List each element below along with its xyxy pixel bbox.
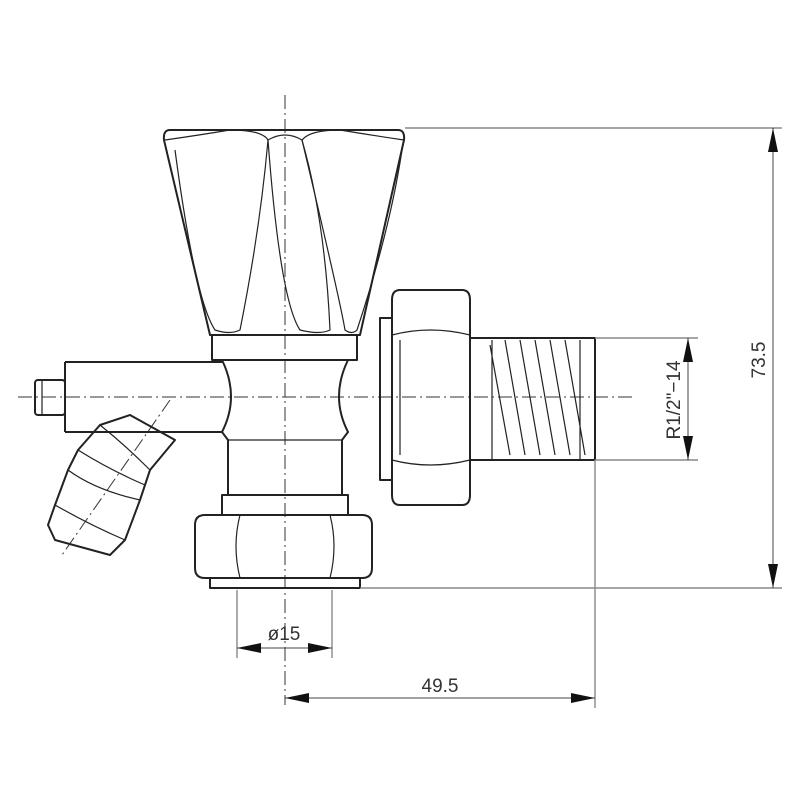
height-label: 73.5 bbox=[749, 342, 770, 379]
drain-spout bbox=[34, 361, 222, 556]
diameter-label: ø15 bbox=[268, 624, 301, 645]
dimension-thread: R1/2"−14 bbox=[595, 337, 698, 461]
handle-collar bbox=[211, 334, 358, 361]
dimension-pipe-diameter: ø15 bbox=[236, 590, 333, 658]
hose-barb bbox=[47, 414, 176, 556]
offset-label: 49.5 bbox=[422, 676, 459, 697]
threaded-tail bbox=[469, 337, 596, 461]
dimension-height: 73.5 bbox=[360, 127, 782, 589]
dimension-offset: 49.5 bbox=[285, 460, 596, 708]
valve-handle bbox=[162, 129, 406, 336]
compression-nut bbox=[194, 514, 373, 589]
union-nut bbox=[379, 289, 471, 506]
thread-label: R1/2"−14 bbox=[664, 360, 685, 440]
